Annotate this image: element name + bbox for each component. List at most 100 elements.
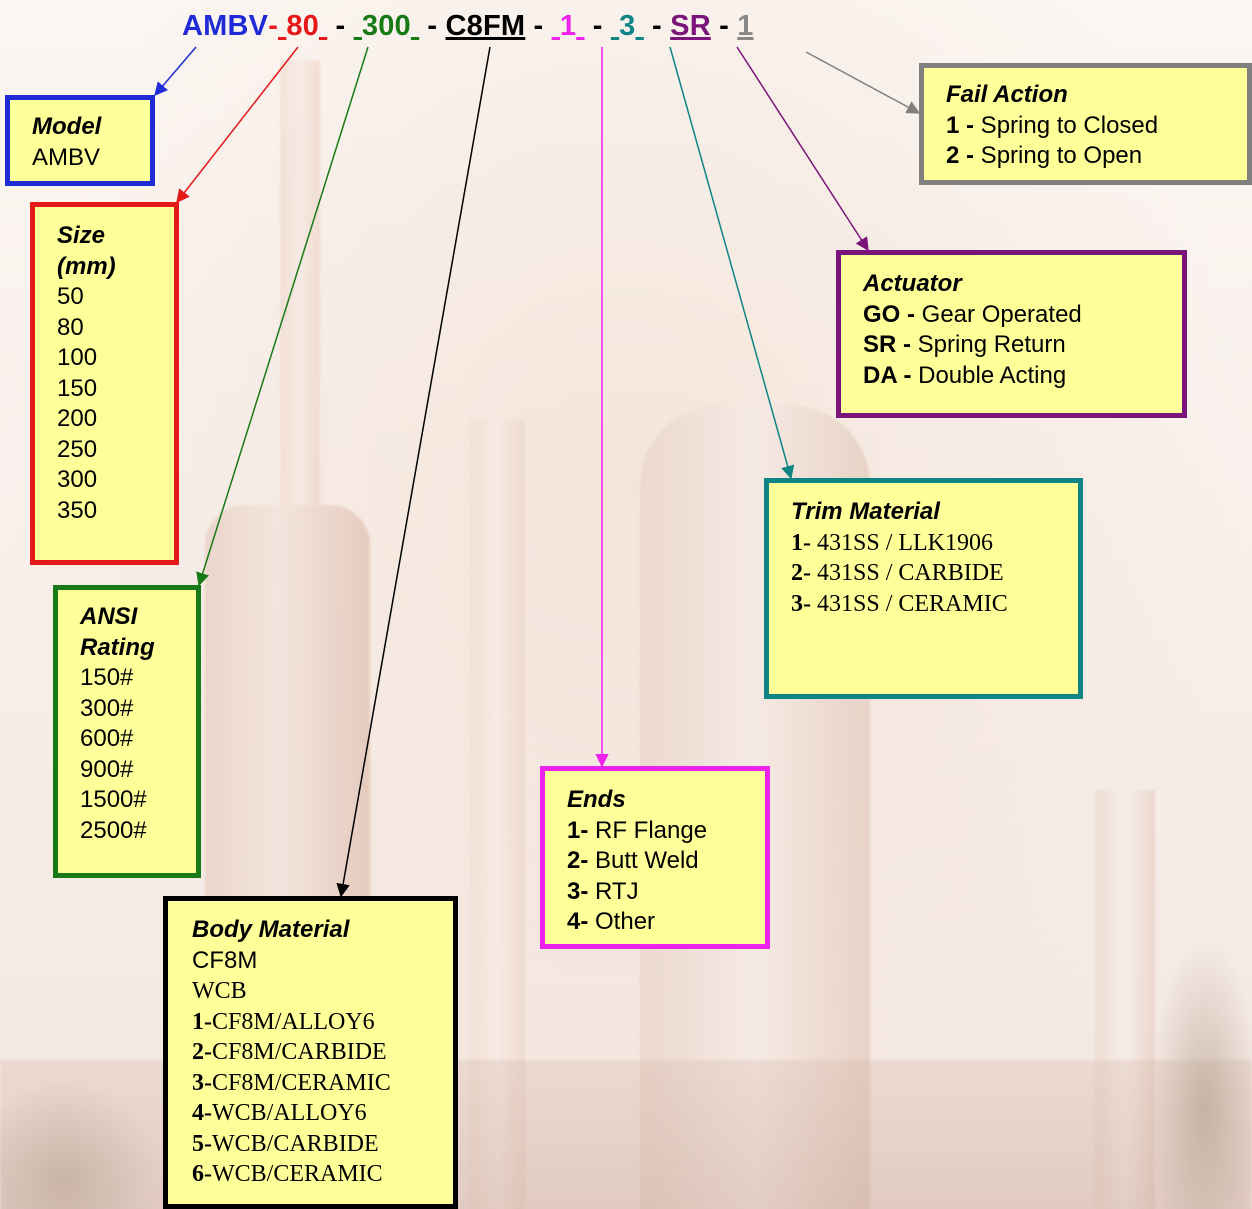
- option-text: Other: [588, 908, 656, 935]
- size-box-title-unit: (mm): [57, 252, 116, 280]
- body-option: 1-CF8M/ALLOY6: [192, 1007, 453, 1038]
- ends-box-title: Ends: [567, 786, 626, 813]
- size-box-title: Size: [57, 222, 106, 249]
- option-text: WCB/CERAMIC: [212, 1161, 383, 1187]
- actuator-option: GO - Gear Operated: [863, 300, 1182, 331]
- actuator-option: SR - Spring Return: [863, 330, 1182, 361]
- body-box-title: Body Material: [192, 916, 350, 943]
- actuator-option: DA - Double Acting: [863, 361, 1182, 392]
- option-code: 3-: [791, 590, 811, 617]
- code-model: AMBV: [182, 10, 269, 42]
- option-code: 2-: [192, 1039, 212, 1065]
- size-option: 200: [57, 405, 98, 432]
- option-text: Butt Weld: [588, 847, 699, 874]
- body-option: 5-WCB/CARBIDE: [192, 1129, 453, 1160]
- fail-option: 1 - Spring to Closed: [946, 111, 1247, 142]
- code-separator: -: [710, 10, 738, 42]
- code-separator: -: [327, 10, 354, 42]
- body-option: 2-CF8M/CARBIDE: [192, 1037, 453, 1068]
- fail-option: 2 - Spring to Open: [946, 141, 1247, 172]
- trim-box-title: Trim Material: [791, 498, 940, 525]
- arrow-model: [154, 46, 197, 97]
- arrow-fail: [805, 51, 921, 114]
- option-text: Spring to Closed: [974, 111, 1159, 139]
- code-actuator: SR: [670, 10, 711, 42]
- ends-option: 4- Other: [567, 907, 765, 938]
- option-code: 3-: [567, 877, 589, 905]
- option-code: 2-: [791, 560, 811, 586]
- code-size-value: 80: [286, 10, 319, 42]
- actuator-box: Actuator GO - Gear Operated SR - Spring …: [836, 250, 1187, 418]
- option-code: 4-: [192, 1100, 212, 1126]
- size-box: Size (mm) 50 80 100 150 200 250 300 350: [30, 202, 179, 565]
- code-rating: 300: [354, 10, 420, 43]
- option-text: RF Flange: [588, 816, 708, 844]
- option-code: 5-: [192, 1130, 212, 1157]
- background-chimney: [470, 420, 525, 1209]
- option-text: Double Acting: [911, 361, 1067, 389]
- ends-option: 3- RTJ: [567, 877, 765, 908]
- option-text: 431SS / LLK1906: [811, 529, 994, 556]
- code-fail-action: 1: [737, 10, 754, 42]
- ends-option: 2- Butt Weld: [567, 846, 765, 877]
- background-trees: [1150, 940, 1252, 1209]
- option-code: 1-: [192, 1008, 212, 1035]
- option-code: 2-: [567, 847, 589, 874]
- body-material-box: Body Material CF8M WCB 1-CF8M/ALLOY6 2-C…: [163, 896, 458, 1209]
- code-ends-value: 1: [559, 10, 577, 42]
- option-code: 1 -: [946, 111, 975, 139]
- code-rating-value: 300: [361, 10, 411, 42]
- arrow-body: [336, 46, 491, 898]
- background-chimney: [280, 60, 320, 520]
- rating-box-title-line2: Rating: [80, 633, 155, 661]
- code-trim-value: 3: [619, 10, 636, 42]
- option-text: WCB/ALLOY6: [212, 1100, 367, 1126]
- model-box-title: Model: [32, 113, 102, 140]
- rating-option: 1500#: [80, 786, 147, 813]
- option-text: CF8M/CARBIDE: [212, 1039, 387, 1065]
- trim-option: 2- 431SS / CARBIDE: [791, 558, 1078, 589]
- size-option: 350: [57, 496, 98, 524]
- option-code: 2 -: [946, 142, 975, 169]
- size-option: 250: [57, 435, 98, 463]
- code-separator: -: [268, 10, 279, 42]
- model-code-string: AMBV- 80 - 300 - C8FM - 1 - 3 - SR - 1: [182, 10, 754, 43]
- code-separator: -: [419, 10, 446, 42]
- option-code: 1-: [791, 529, 811, 556]
- arrow-size: [176, 46, 299, 204]
- ansi-rating-box: ANSI Rating 150# 300# 600# 900# 1500# 25…: [53, 585, 201, 878]
- body-option: 6-WCB/CERAMIC: [192, 1159, 453, 1190]
- rating-option: 150#: [80, 664, 134, 691]
- rating-option: 2500#: [80, 816, 147, 844]
- option-code: GO -: [863, 300, 915, 328]
- ends-option: 1- RF Flange: [567, 816, 765, 847]
- code-separator: -: [584, 10, 611, 42]
- background-cooling-tower: [1095, 790, 1155, 1209]
- body-option: 4-WCB/ALLOY6: [192, 1098, 453, 1129]
- code-separator: -: [643, 10, 671, 42]
- option-code: 6-: [192, 1161, 212, 1187]
- rating-option: 300#: [80, 694, 134, 722]
- option-text: CF8M/ALLOY6: [212, 1008, 375, 1035]
- arrow-trim: [669, 46, 795, 480]
- code-body: C8FM: [445, 10, 526, 42]
- fail-box-title: Fail Action: [946, 81, 1068, 108]
- size-option: 50: [57, 283, 84, 310]
- trim-option: 3- 431SS / CERAMIC: [791, 589, 1078, 620]
- model-box: Model AMBV: [5, 95, 155, 186]
- code-size: 80: [278, 10, 327, 43]
- option-code: 1-: [567, 816, 589, 844]
- body-option: WCB: [192, 978, 247, 1004]
- code-ends: 1: [552, 10, 585, 43]
- size-option: 100: [57, 344, 98, 371]
- model-option: AMBV: [32, 143, 101, 171]
- option-text: 431SS / CARBIDE: [811, 560, 1004, 586]
- trim-option: 1- 431SS / LLK1906: [791, 528, 1078, 559]
- option-text: WCB/CARBIDE: [212, 1130, 379, 1157]
- option-text: Gear Operated: [915, 300, 1082, 328]
- body-option: CF8M: [192, 946, 258, 974]
- trim-material-box: Trim Material 1- 431SS / LLK1906 2- 431S…: [764, 478, 1083, 699]
- actuator-box-title: Actuator: [863, 270, 962, 297]
